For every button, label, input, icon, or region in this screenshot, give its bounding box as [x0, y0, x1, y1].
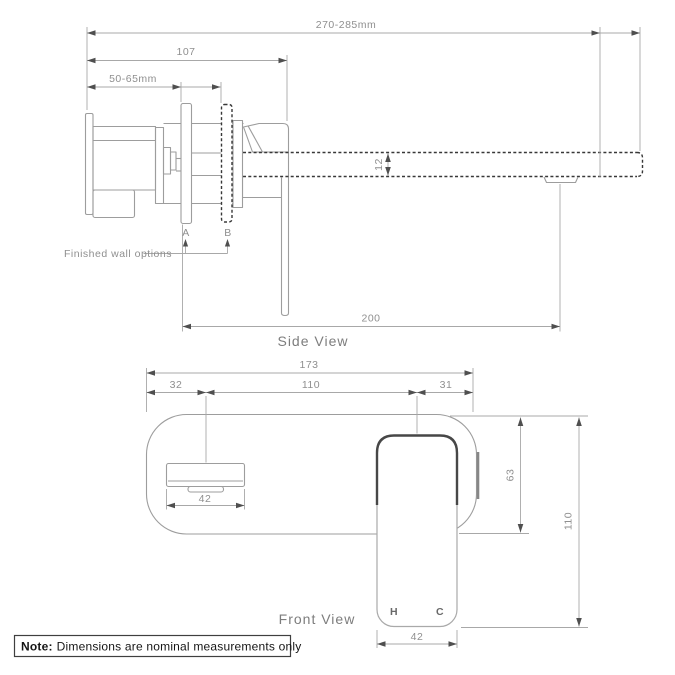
- hot-marking: H: [390, 606, 398, 618]
- note-text: Note:Dimensions are nominal measurements…: [21, 640, 301, 654]
- wall-flange: [154, 126, 165, 205]
- aerator-side: [543, 176, 579, 184]
- escutcheon-plate: [232, 119, 244, 209]
- dim-centres-label: 110: [302, 379, 320, 391]
- dim-edge-to-spout-label: 32: [170, 379, 183, 391]
- front-view: H C 173 32 110 31: [145, 359, 588, 648]
- dim-overall-width-label: 173: [299, 359, 318, 371]
- dim-wall-thickness-label: 50-65mm: [109, 73, 157, 85]
- side-view-title: Side View: [277, 333, 348, 349]
- valve-body-block: [92, 125, 157, 191]
- dim-spout-reach-label: 270-285mm: [316, 19, 377, 31]
- aerator-front: [187, 485, 225, 493]
- dim-handle-width-label: 42: [411, 631, 424, 643]
- front-view-title: Front View: [279, 611, 356, 627]
- finished-wall-b: [220, 103, 233, 223]
- dim-body-to-handle-label: 107: [176, 46, 195, 58]
- lever-rod: [280, 152, 290, 317]
- dim-spout-thickness-label: 12: [373, 158, 385, 171]
- side-view-dimensions: 270-285mm 107 50-65mm 12 200 A B: [64, 19, 641, 332]
- handle-cap: [242, 122, 290, 153]
- wall-option-b-label: B: [224, 227, 232, 239]
- finished-wall-caption: Finished wall options: [64, 248, 172, 260]
- dim-spout-width-label: 42: [199, 493, 212, 505]
- mounting-bracket-plate: [84, 112, 94, 216]
- spout-side: [243, 151, 644, 184]
- front-view-dimensions: 173 32 110 31 42 63 110 42: [146, 359, 588, 648]
- dim-handle-to-edge-label: 31: [440, 379, 453, 391]
- handle-front: H C: [375, 434, 459, 628]
- side-view: 270-285mm 107 50-65mm 12 200 A B: [64, 19, 644, 349]
- dim-overall-height-label: 110: [563, 512, 575, 530]
- spout-end: [636, 151, 644, 178]
- handle-top-contour: [375, 434, 459, 505]
- dim-backplate-height-label: 63: [505, 469, 517, 482]
- cold-marking: C: [436, 606, 444, 618]
- lock-nut: [162, 146, 172, 175]
- finished-wall-a: [180, 102, 193, 225]
- valve-body-foot: [92, 189, 136, 219]
- lock-nut-inner: [169, 151, 177, 171]
- finished-wall-callout: A B Finished wall options: [64, 227, 232, 260]
- note-box: Note:Dimensions are nominal measurements…: [13, 634, 301, 658]
- wall-option-a-label: A: [182, 227, 190, 239]
- spout-front: [165, 462, 246, 493]
- concealed-valve-body: [84, 112, 181, 219]
- note-label: Note:: [21, 640, 53, 654]
- dim-spout-projection-label: 200: [361, 313, 380, 325]
- backplate-front: [145, 413, 478, 535]
